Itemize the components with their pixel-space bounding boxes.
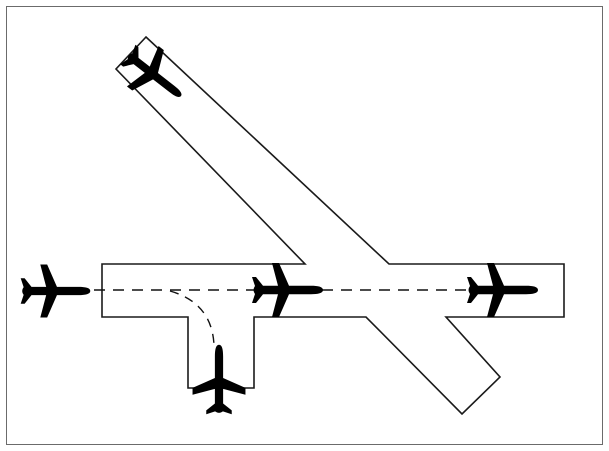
aircraft-approaching-left-icon (20, 264, 91, 318)
airfield-outline (101, 35, 565, 416)
diagram-frame (6, 6, 603, 445)
taxi-path (169, 290, 215, 346)
